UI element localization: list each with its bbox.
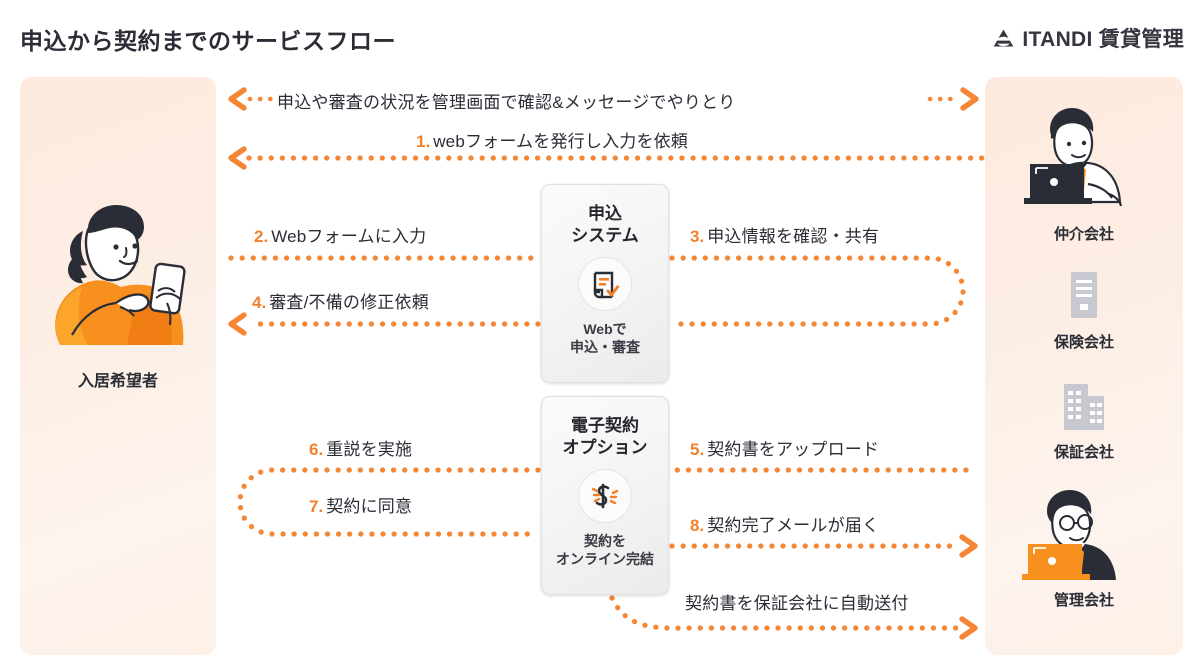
itandi-triangle-logo-icon [994, 28, 1014, 47]
flow-label-2: 2.Webフォームに入力 [254, 227, 427, 246]
flow-label-6: 6.重説を実施 [309, 440, 413, 459]
left-actor-panel [20, 77, 216, 655]
actor-management-label: 管理会社 [1053, 592, 1114, 609]
person-with-orange-laptop-illustration-icon [1022, 490, 1116, 580]
document-building-icon [1071, 272, 1097, 318]
brand-logo: ITANDI 賃貸管理 [992, 23, 1184, 53]
office-building-icon [1064, 384, 1104, 430]
actor-tenant-label: 入居希望者 [77, 373, 158, 390]
flow-label-1: 1.webフォームを発行し入力を依頼 [416, 132, 689, 151]
e-signature-icon [578, 468, 632, 523]
person-with-smartphone-illustration-icon [55, 205, 186, 345]
actor-brokerage: 仲介会社 [985, 100, 1183, 244]
actor-guarantee-label: 保証会社 [1053, 444, 1114, 461]
flow-label-3: 3.申込情報を確認・共有 [690, 227, 880, 246]
flow-label-4: 4.審査/不備の修正依頼 [252, 293, 429, 312]
actor-insurance: 保険会社 [985, 270, 1183, 352]
flow-label-0: 申込や審査の状況を管理画面で確認&メッセージでやりとり [277, 93, 736, 112]
system-card-application[interactable]: 申込 システム Webで 申込・審査 [541, 184, 669, 383]
actor-insurance-label: 保険会社 [1053, 334, 1114, 351]
system-card-application-subtitle: Webで 申込・審査 [570, 320, 640, 356]
actor-guarantee: 保証会社 [985, 380, 1183, 462]
person-with-laptop-illustration-icon [1024, 108, 1123, 207]
system-card-econtract[interactable]: 電子契約 オプション 契約を オンライン完結 [541, 396, 669, 595]
flow-label-9: 契約書を保証会社に自動送付 [685, 594, 909, 613]
system-card-application-title: 申込 システム [571, 204, 639, 245]
document-check-icon [578, 256, 632, 311]
brand-name: ITANDI 賃貸管理 [1022, 28, 1184, 51]
actor-management: 管理会社 [985, 488, 1183, 610]
system-card-econtract-subtitle: 契約を オンライン完結 [556, 532, 654, 568]
page-title: 申込から契約までのサービスフロー [20, 28, 396, 54]
system-card-econtract-title: 電子契約 オプション [562, 416, 648, 457]
actor-tenant: 入居希望者 [20, 185, 216, 391]
flow-label-7: 7.契約に同意 [309, 497, 413, 516]
flow-label-5: 5.契約書をアップロード [690, 440, 880, 459]
actor-brokerage-label: 仲介会社 [1053, 226, 1114, 243]
flow-label-8: 8.契約完了メールが届く [690, 516, 880, 535]
